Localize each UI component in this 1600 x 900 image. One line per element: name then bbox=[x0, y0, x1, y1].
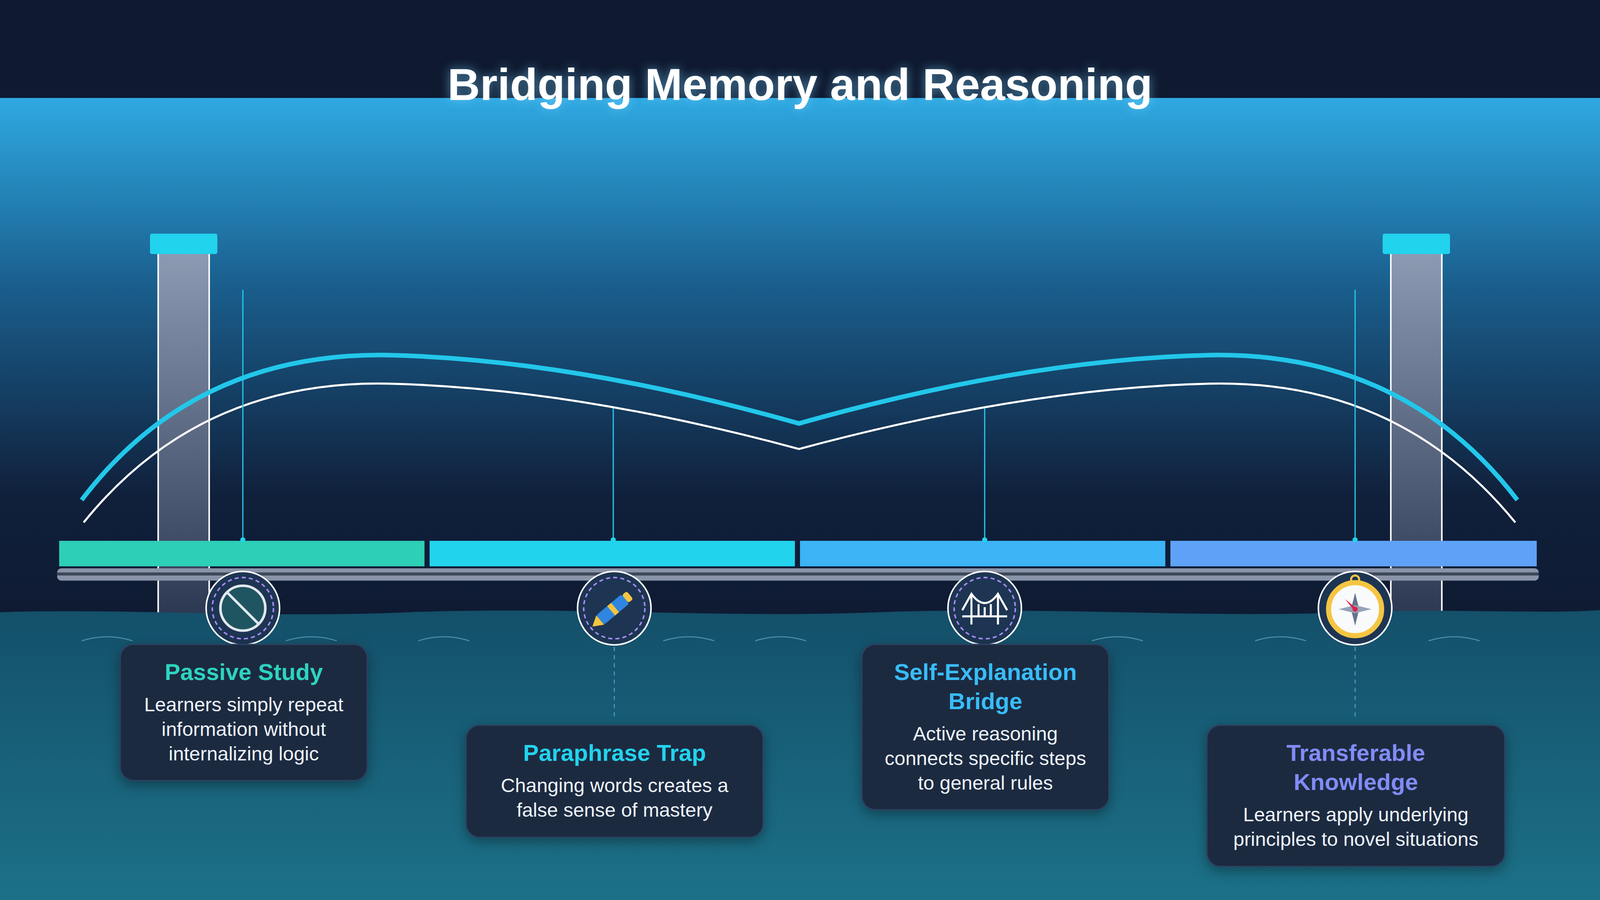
waves bbox=[81, 636, 1480, 641]
info-box: Transferable KnowledgeLearners apply und… bbox=[1206, 724, 1506, 868]
deck-rail-line bbox=[57, 572, 1539, 576]
box-heading: Passive Study bbox=[135, 657, 353, 687]
box-description: Learners apply underlying principles to … bbox=[1221, 802, 1490, 852]
tower bbox=[1390, 250, 1442, 625]
info-box: Paraphrase TrapChanging words creates a … bbox=[465, 724, 764, 838]
deck-segment bbox=[800, 540, 1166, 567]
deck-segment bbox=[429, 540, 795, 567]
deck-rail bbox=[57, 568, 1539, 581]
compass-icon bbox=[1318, 571, 1392, 645]
box-description: Learners simply repeat information witho… bbox=[135, 692, 353, 766]
inner-cable bbox=[83, 383, 1516, 523]
sky bbox=[0, 97, 1600, 629]
hangers bbox=[242, 290, 1355, 541]
box-heading: Paraphrase Trap bbox=[480, 738, 749, 768]
box-description: Active reasoning connects specific steps… bbox=[876, 721, 1095, 795]
info-box: Self-Explanation BridgeActive reasoning … bbox=[861, 643, 1110, 811]
deck-segment bbox=[59, 540, 425, 567]
box-description: Changing words creates a false sense of … bbox=[480, 773, 749, 823]
hanger-dots bbox=[240, 537, 1358, 543]
tower-cap bbox=[1382, 233, 1450, 255]
diagram-title: Bridging Memory and Reasoning bbox=[0, 58, 1600, 111]
deck-segment bbox=[1170, 540, 1537, 567]
bridge-icon bbox=[947, 571, 1022, 645]
water bbox=[0, 610, 1600, 900]
pen-icon bbox=[577, 571, 651, 645]
main-cable bbox=[81, 355, 1518, 500]
tower bbox=[158, 250, 210, 625]
no-sign-icon bbox=[206, 571, 280, 645]
box-heading: Self-Explanation Bridge bbox=[876, 657, 1095, 716]
box-heading: Transferable Knowledge bbox=[1221, 738, 1490, 797]
info-box: Passive StudyLearners simply repeat info… bbox=[119, 643, 368, 782]
tower-cap bbox=[150, 233, 218, 255]
